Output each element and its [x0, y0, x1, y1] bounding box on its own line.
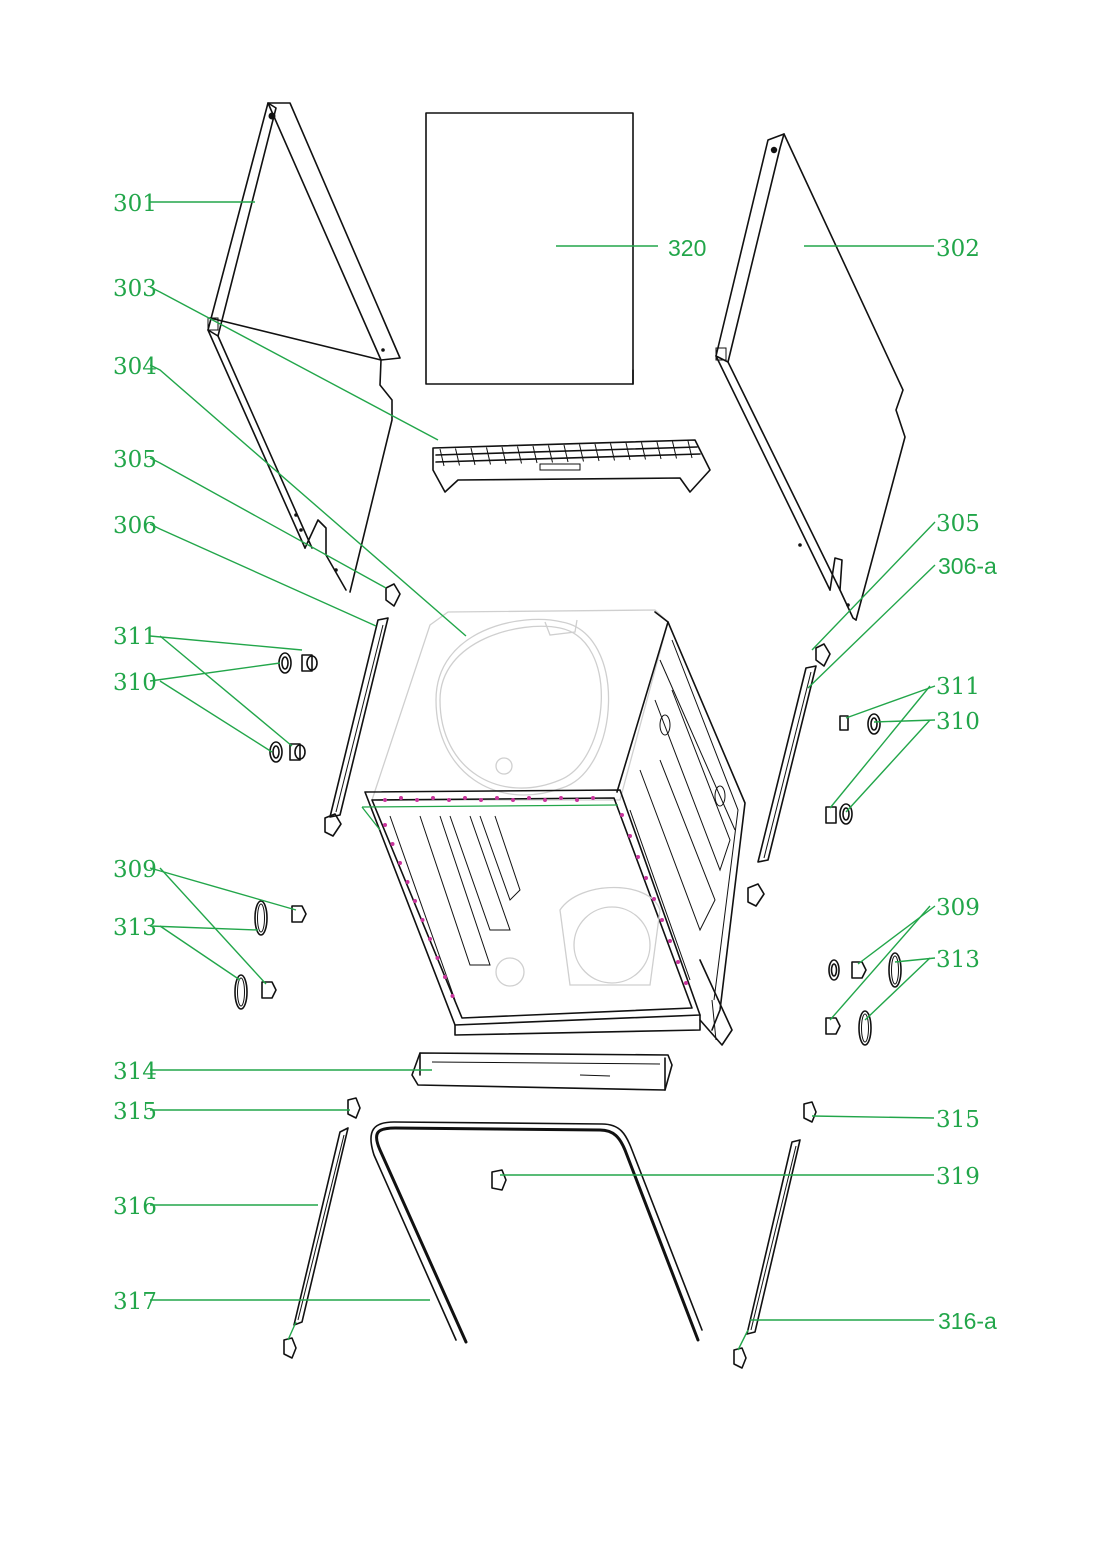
grille-slat	[501, 446, 507, 465]
screw-marker	[405, 880, 410, 884]
part-305-right-clip	[815, 643, 831, 667]
callout-320: 320	[668, 235, 706, 261]
screw-marker	[628, 834, 632, 838]
grille-slat	[517, 446, 522, 464]
callout-304: 304	[113, 354, 157, 380]
screw-marker	[575, 798, 579, 802]
screw-marker	[668, 939, 672, 943]
screw-marker	[660, 918, 664, 922]
screw-marker	[431, 796, 435, 800]
screw-marker	[620, 813, 624, 817]
screw-marker	[428, 937, 432, 941]
callout-315-right: 315	[936, 1107, 980, 1133]
screw-marker	[447, 798, 451, 802]
part-309-313-right-feet	[825, 952, 902, 1046]
callout-317: 317	[113, 1289, 157, 1315]
callout-316: 316	[113, 1194, 157, 1220]
callout-305-right: 305	[936, 511, 980, 537]
part-304-tub-body	[361, 609, 746, 1046]
screw-marker	[463, 796, 467, 800]
grille-slat	[548, 445, 553, 463]
part-310-311-right-plugs	[825, 713, 881, 825]
screw-marker	[652, 897, 656, 901]
grille-slat	[641, 442, 646, 460]
callout-303: 303	[113, 276, 157, 302]
callout-309-left: 309	[113, 857, 157, 883]
callout-311-right: 311	[936, 674, 980, 700]
part-315-right-clip	[803, 1101, 817, 1123]
screw-marker	[399, 796, 403, 800]
grille-slat	[656, 441, 662, 460]
callout-311-left: 311	[113, 624, 157, 650]
callout-306a: 306-a	[938, 553, 997, 579]
callout-319: 319	[936, 1164, 980, 1190]
part-317-door-gasket	[370, 1121, 703, 1344]
screw-marker	[413, 899, 417, 903]
grille-slat	[470, 447, 476, 466]
screw-marker	[644, 876, 648, 880]
screw-marker	[543, 798, 547, 802]
grille-slat	[455, 448, 460, 466]
part-316a-right-lower-rail	[733, 1139, 801, 1369]
grille-slat	[625, 442, 631, 461]
callout-313-left: 313	[113, 915, 157, 941]
grille-slat	[439, 448, 445, 467]
part-309-313-left-feet	[234, 900, 307, 1010]
grille-slat	[687, 440, 693, 459]
screw-marker	[559, 796, 563, 800]
screw-marker	[495, 796, 499, 800]
part-306-left-rail	[324, 617, 389, 837]
callout-302: 302	[936, 236, 980, 262]
screw-marker	[527, 796, 531, 800]
part-316-left-lower-rail	[283, 1127, 349, 1359]
grille-slat	[672, 441, 677, 459]
part-306a-right-rail	[747, 665, 817, 907]
screw-marker	[383, 823, 387, 827]
screw-marker	[420, 918, 425, 922]
grille-slat	[594, 443, 600, 462]
screw-marker	[450, 994, 455, 998]
screw-marker	[636, 855, 640, 859]
callout-314: 314	[113, 1059, 157, 1085]
part-302-right-side-panel	[715, 133, 906, 621]
callout-306: 306	[113, 513, 157, 539]
callout-315-left: 315	[113, 1099, 157, 1125]
callout-305-left: 305	[113, 447, 157, 473]
grille-slat	[610, 443, 615, 461]
screw-marker	[684, 981, 688, 985]
screw-marker	[676, 960, 680, 964]
screw-marker	[383, 798, 387, 802]
screw-marker	[479, 798, 483, 802]
screw-marker	[511, 798, 515, 802]
callout-316a: 316-a	[938, 1308, 997, 1334]
grille-slat	[579, 444, 584, 462]
callout-301: 301	[113, 191, 157, 217]
screw-marker	[398, 861, 402, 865]
part-305-left-clip	[385, 583, 401, 607]
callout-313-right: 313	[936, 947, 980, 973]
grille-slat	[486, 447, 491, 465]
screw-marker	[415, 798, 419, 802]
callout-310-left: 310	[113, 670, 157, 696]
screw-marker	[435, 956, 440, 960]
callout-309-right: 309	[936, 895, 980, 921]
screw-marker	[390, 842, 395, 846]
screw-marker	[591, 796, 595, 800]
part-315-left-clip	[347, 1097, 361, 1119]
grille-slat	[563, 444, 569, 463]
grille-slat	[532, 445, 538, 464]
part-310-311-left-plugs	[269, 652, 318, 763]
callout-310-right: 310	[936, 709, 980, 735]
part-303-top-bracket	[432, 439, 711, 493]
screw-marker	[443, 975, 447, 979]
part-320-panel-sheet	[425, 112, 634, 385]
callout-leader-lines	[149, 201, 936, 1351]
part-301-left-side-panel	[207, 102, 401, 593]
part-319-clip	[491, 1169, 507, 1191]
part-314-bottom-plate	[411, 1052, 673, 1091]
